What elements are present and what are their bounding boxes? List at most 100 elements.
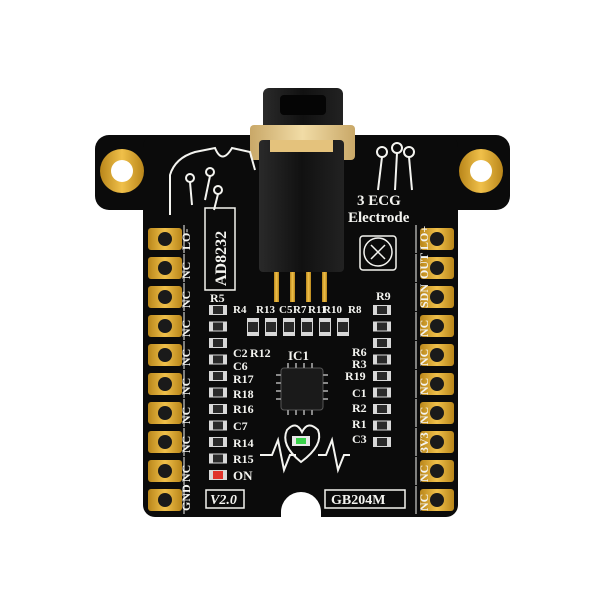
version-box: V2.0 <box>205 489 245 509</box>
component-label: R14 <box>233 436 254 450</box>
component-label: R9 <box>376 289 391 303</box>
mounting-hole-left <box>100 149 144 193</box>
left-pin-pad <box>148 460 182 482</box>
smd-resistor <box>209 321 227 332</box>
component-label: R12 <box>250 346 271 360</box>
component-label: C6 <box>233 359 248 373</box>
component-label: R11 <box>308 304 326 316</box>
right-pin-pad <box>420 431 454 453</box>
left-pin-label: NC <box>179 436 193 453</box>
right-pin-pad <box>420 228 454 250</box>
smd-resistor <box>247 318 259 336</box>
smd-resistor <box>301 318 313 336</box>
smd-resistor <box>373 354 391 365</box>
version-label: V2.0 <box>210 493 237 508</box>
component-label: C5 <box>279 304 293 316</box>
left-pin-pad <box>148 431 182 453</box>
electrode-icon <box>376 142 415 191</box>
smd-resistor <box>373 437 391 447</box>
smd-resistor <box>209 387 227 398</box>
left-pin-pad <box>148 315 182 337</box>
right-pin-pad <box>420 402 454 424</box>
model-box: GB204M <box>324 489 406 509</box>
power-led-label: ON <box>233 468 253 483</box>
component-label: R8 <box>348 304 362 316</box>
left-pin-label: NC <box>179 465 193 482</box>
heart-ecg-graphic <box>260 424 350 474</box>
mounting-hole-right <box>459 149 503 193</box>
smd-resistor <box>283 318 295 336</box>
left-pin-label: NC <box>179 320 193 337</box>
smd-resistor <box>373 387 391 398</box>
right-pin-label: OUT <box>417 253 431 279</box>
component-label: R6 <box>352 345 367 359</box>
right-pin-label: NC <box>417 349 431 366</box>
left-pin-label: NC <box>179 291 193 308</box>
left-pin-label: NC <box>179 262 193 279</box>
smd-resistor <box>209 437 227 447</box>
component-label: R17 <box>233 372 254 386</box>
smd-resistor <box>209 420 227 431</box>
right-pin-label: NC <box>417 320 431 337</box>
left-pin-label: NC <box>179 349 193 366</box>
smd-resistor <box>209 338 227 348</box>
left-pin-pad <box>148 344 182 366</box>
smd-resistor <box>209 404 227 414</box>
smd-resistor <box>373 420 391 431</box>
smd-resistor <box>373 305 391 315</box>
model-label: GB204M <box>331 493 385 508</box>
connector-label-line2: Electrode <box>348 210 410 226</box>
right-pin-label: LO+ <box>417 226 431 250</box>
smd-resistor <box>209 354 227 365</box>
component-label: R13 <box>256 304 275 316</box>
right-pin-label: NC <box>417 465 431 482</box>
connector-label-line1: 3 ECG <box>357 193 401 209</box>
right-pin-pad <box>420 257 454 279</box>
smd-resistor <box>373 338 391 348</box>
smd-resistor <box>373 321 391 332</box>
component-label: R10 <box>323 304 342 316</box>
right-pin-label: NC <box>417 378 431 395</box>
left-pin-pad <box>148 373 182 395</box>
component-label: R18 <box>233 387 254 401</box>
right-pin-pad <box>420 286 454 308</box>
smd-resistor <box>265 318 277 336</box>
right-pin-label: SDN <box>417 284 431 308</box>
smd-resistor <box>373 404 391 414</box>
component-label: R2 <box>352 401 367 415</box>
component-label: C1 <box>352 386 367 400</box>
component-label: R16 <box>233 402 254 416</box>
left-pin-pad <box>148 228 182 250</box>
right-pin-pad <box>420 344 454 366</box>
component-label: R7 <box>293 304 307 316</box>
component-label: C2 <box>233 346 248 360</box>
jumper-symbol <box>359 235 397 271</box>
left-pin-label: LO- <box>179 229 193 250</box>
smd-resistor <box>209 453 227 464</box>
left-pin-pad <box>148 257 182 279</box>
ic-label: IC1 <box>288 348 309 363</box>
smd-resistor <box>209 305 227 315</box>
body-outline-graphic <box>169 146 256 215</box>
smd-resistor <box>373 371 391 381</box>
component-label: R4 <box>233 304 247 316</box>
chip-name-box: AD8232 <box>204 207 236 291</box>
ic-chip <box>276 363 328 415</box>
component-label: C7 <box>233 419 248 433</box>
left-pin-label: NC <box>179 407 193 424</box>
chip-name: AD8232 <box>213 231 230 286</box>
right-pin-pad <box>420 373 454 395</box>
component-label: R15 <box>233 452 254 466</box>
left-pin-pad <box>148 286 182 308</box>
power-led <box>209 470 227 480</box>
smd-resistor <box>337 318 349 336</box>
right-pin-label: NC <box>417 407 431 424</box>
right-pin-pad <box>420 460 454 482</box>
left-pin-label: NC <box>179 378 193 395</box>
